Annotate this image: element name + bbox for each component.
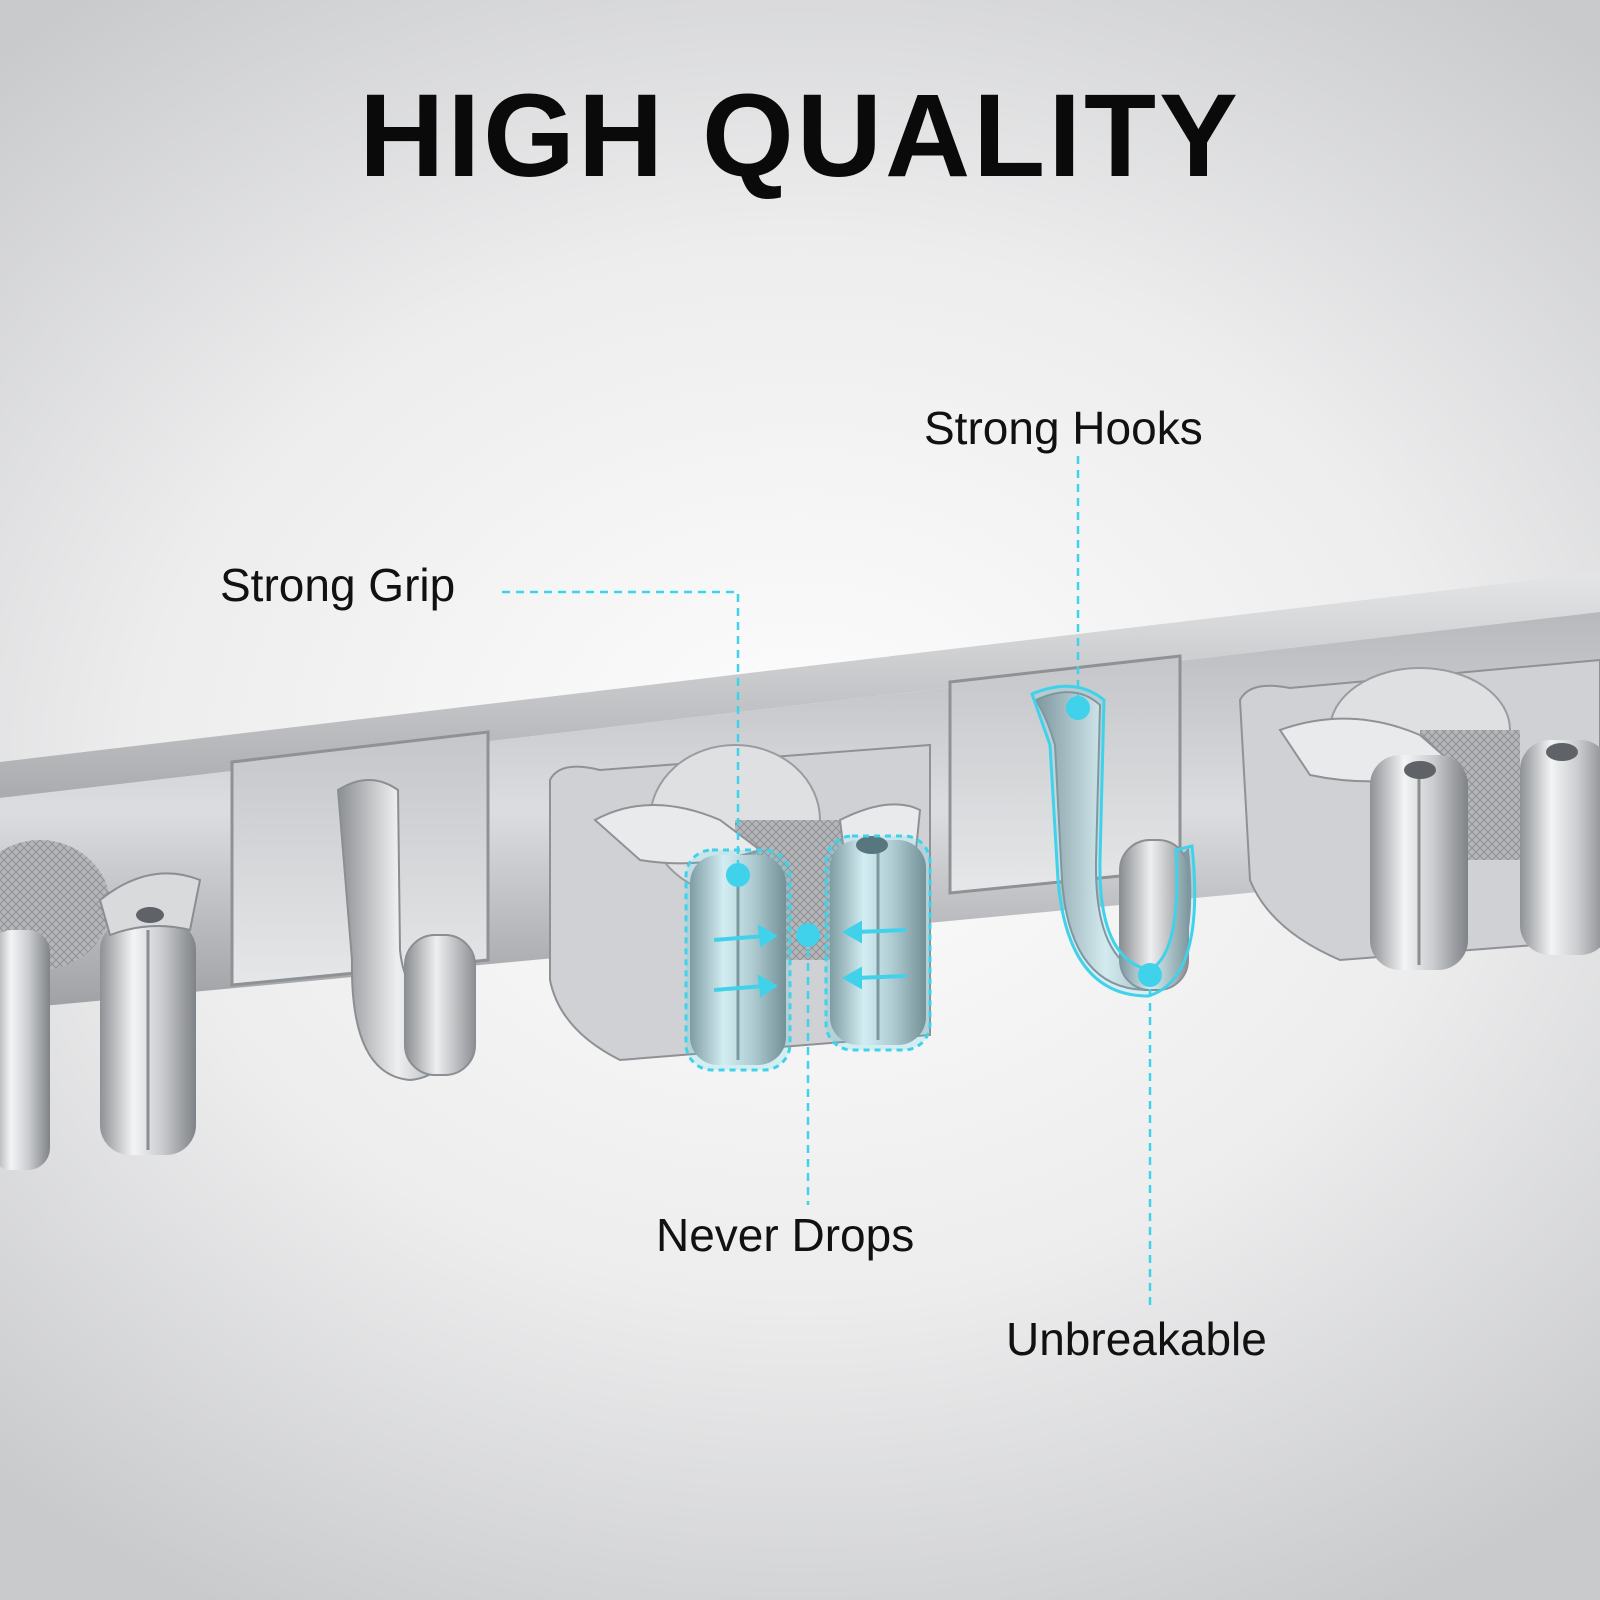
dot-unbreakable bbox=[1138, 963, 1162, 987]
leader-lines bbox=[502, 456, 1152, 1305]
clip-holder-right bbox=[1238, 658, 1600, 970]
j-hook-left bbox=[336, 779, 476, 1082]
dot-strong-grip bbox=[726, 863, 750, 887]
grip-arrows bbox=[713, 920, 907, 998]
callout-strong-grip: Strong Grip bbox=[220, 559, 456, 611]
strong-hook bbox=[1034, 691, 1192, 992]
headline: HIGH QUALITY bbox=[359, 70, 1241, 202]
callout-unbreakable: Unbreakable bbox=[1006, 1313, 1267, 1365]
highlight-overlays bbox=[684, 684, 1197, 1072]
dot-never-drops bbox=[796, 923, 820, 947]
callout-strong-hooks: Strong Hooks bbox=[924, 402, 1203, 454]
clip-holder-left bbox=[0, 840, 202, 1170]
dot-strong-hooks bbox=[1066, 696, 1090, 720]
callout-never-drops: Never Drops bbox=[656, 1209, 915, 1261]
leader-strong-grip bbox=[502, 590, 740, 875]
anchor-dots bbox=[726, 696, 1162, 987]
